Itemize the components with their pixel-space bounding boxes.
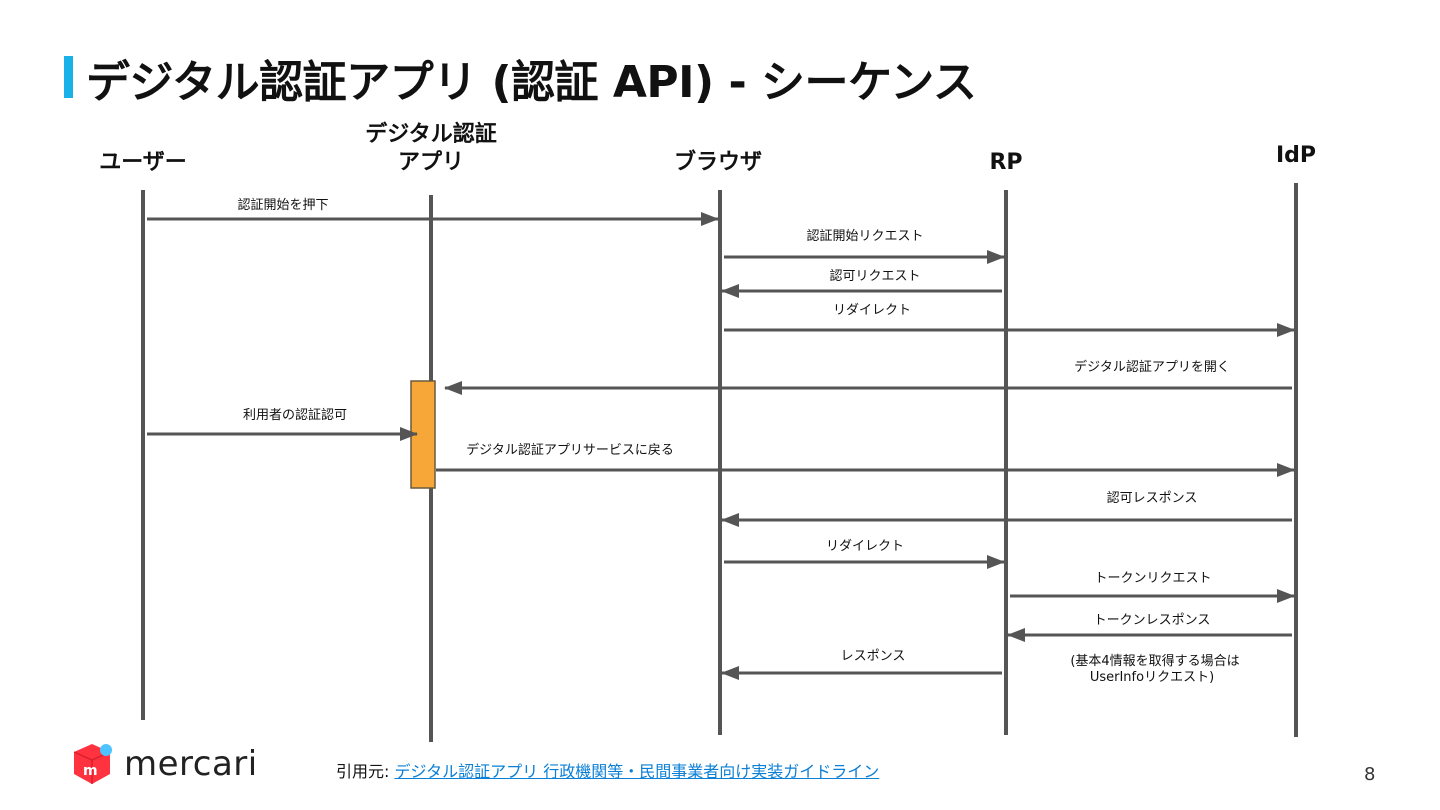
citation-prefix: 引用元:: [336, 762, 395, 781]
message-label-1: 認証開始を押下: [237, 197, 328, 213]
page-title: デジタル認証アプリ (認証 API) - シーケンス: [86, 57, 977, 108]
message-label-3: 認可リクエスト: [829, 268, 920, 284]
actor-label-rp: RP: [989, 150, 1022, 175]
message-label-8: 認可レスポンス: [1107, 490, 1198, 506]
message-label-12: レスポンス: [841, 649, 906, 664]
actor-label-idp: IdP: [1276, 143, 1316, 168]
message-label-11: トークンレスポンス: [1094, 613, 1211, 628]
message-label-10: トークンリクエスト: [1094, 571, 1211, 586]
actor-label-user: ユーザー: [99, 150, 187, 175]
message-label-9: リダイレクト: [826, 539, 904, 554]
message-label-2: 認証開始リクエスト: [806, 228, 923, 244]
message-label-6: 利用者の認証認可: [243, 407, 347, 423]
mercari-logo: m mercari: [70, 742, 258, 786]
message-label-7: デジタル認証アプリサービスに戻る: [466, 442, 674, 458]
svg-text:m: m: [83, 763, 98, 779]
page-number: 8: [1364, 764, 1376, 785]
actor-label-app: デジタル認証アプリ: [365, 121, 497, 175]
userinfo-note-line2: UserInfoリクエスト): [1090, 670, 1214, 685]
logo-wordmark: mercari: [124, 744, 258, 784]
userinfo-note-line1: (基本4情報を取得する場合は: [1070, 653, 1239, 669]
mercari-box-icon: m: [73, 744, 112, 784]
message-label-5: デジタル認証アプリを開く: [1074, 359, 1230, 375]
message-label-4: リダイレクト: [833, 303, 911, 318]
title-accent-bar: [64, 56, 73, 98]
citation: 引用元: デジタル認証アプリ 行政機関等・民間事業者向け実装ガイドライン: [336, 758, 879, 782]
actor-label-browser: ブラウザ: [674, 149, 762, 175]
citation-link[interactable]: デジタル認証アプリ 行政機関等・民間事業者向け実装ガイドライン: [394, 762, 880, 781]
